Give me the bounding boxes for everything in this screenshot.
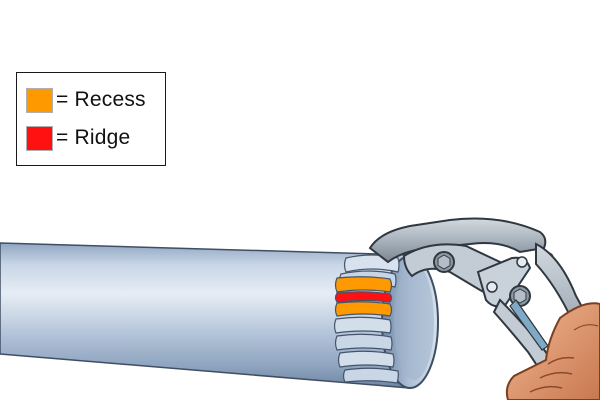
hand	[505, 302, 600, 400]
recess-highlight	[334, 276, 393, 293]
legend-item-ridge: = Ridge	[26, 124, 130, 152]
legend-label-recess: = Recess	[56, 88, 146, 111]
recess-highlight	[334, 301, 393, 317]
recess-swatch	[26, 87, 53, 113]
ridge-highlight	[334, 291, 393, 303]
legend-item-recess: = Recess	[26, 86, 146, 114]
pipe	[0, 242, 439, 389]
crimp-ribs	[333, 254, 400, 384]
legend-label-ridge: = Ridge	[56, 126, 131, 149]
ridge-swatch	[26, 125, 53, 151]
color-legend: = Recess = Ridge	[16, 72, 166, 166]
